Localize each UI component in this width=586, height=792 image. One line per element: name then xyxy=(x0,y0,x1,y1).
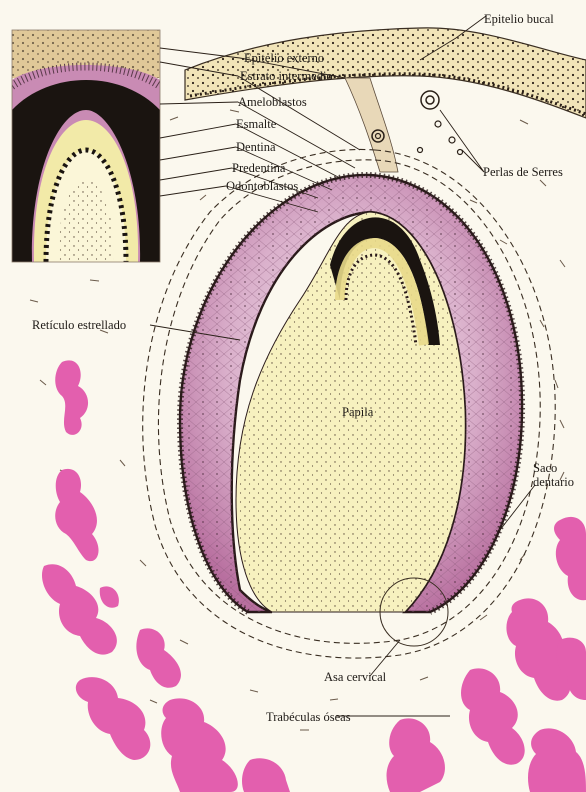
label-bone-trabeculae: Trabéculas óseas xyxy=(266,710,351,724)
label-dentin: Dentina xyxy=(236,140,276,154)
label-dental-sac-line1: Saco xyxy=(533,461,574,475)
label-serres-pearls: Perlas de Serres xyxy=(483,165,563,179)
label-dental-sac: Saco dentario xyxy=(533,461,574,489)
label-odontoblasts: Odontoblastos xyxy=(226,179,298,193)
label-papilla: Papila xyxy=(342,405,373,419)
inset-detail-panel xyxy=(12,30,160,262)
label-dental-sac-line2: dentario xyxy=(533,475,574,489)
label-predentin: Predentina xyxy=(232,161,285,175)
label-enamel: Esmalte xyxy=(236,117,276,131)
label-stratum-intermedium: Estrato intermedio xyxy=(240,69,333,83)
label-oral-epithelium: Epitelio bucal xyxy=(484,12,554,26)
dental-lamina xyxy=(345,78,398,172)
label-ameloblasts: Ameloblastos xyxy=(238,95,307,109)
label-cervical-loop: Asa cervical xyxy=(324,670,386,684)
label-outer-enamel-epithelium: Epitelio externo xyxy=(244,51,324,65)
label-stellate-reticulum: Retículo estrellado xyxy=(32,318,126,332)
